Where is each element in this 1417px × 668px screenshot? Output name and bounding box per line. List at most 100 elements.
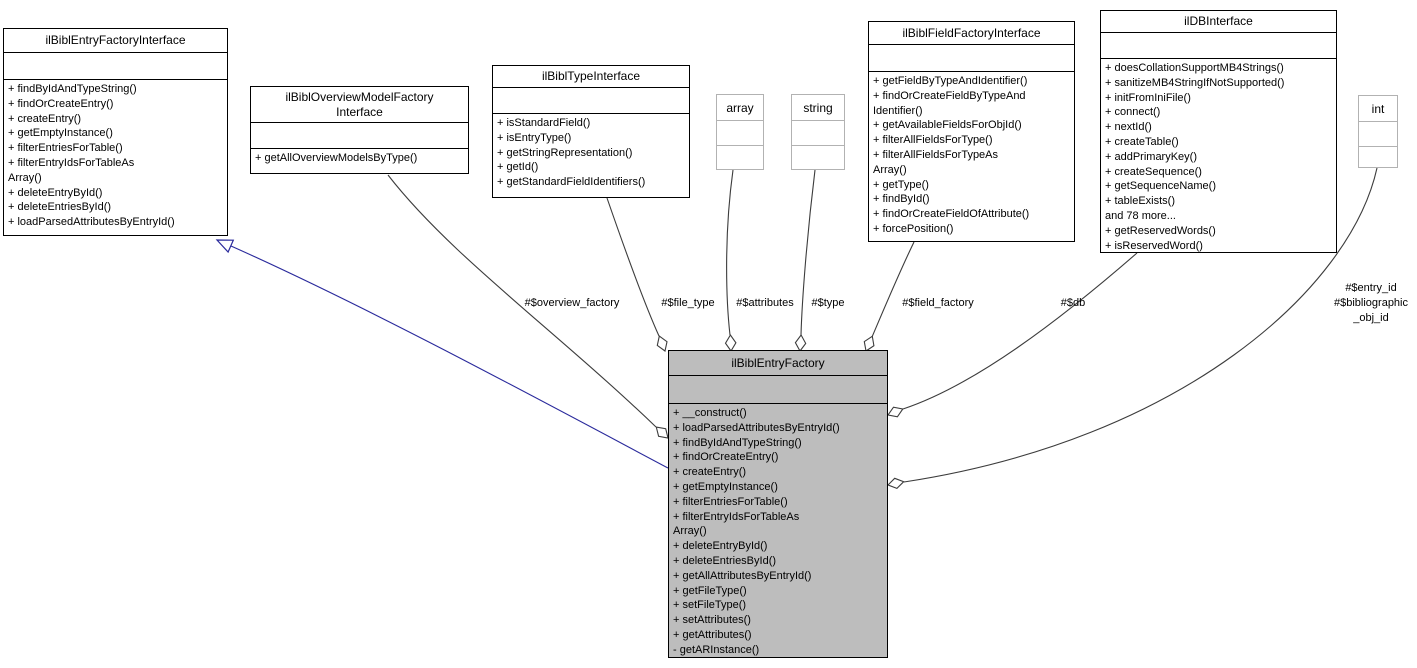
aggregation-diamond-icon [887, 406, 904, 418]
method-line: + getAttributes() [673, 628, 752, 641]
method-line: + loadParsedAttributesByEntryId() [673, 421, 840, 434]
method-line: + filterEntriesForTable() [8, 142, 123, 155]
method-line: + nextId() [1105, 121, 1152, 134]
methods-section [717, 146, 763, 168]
methods-section [1359, 147, 1397, 169]
method-line: + getFieldByTypeAndIdentifier() [873, 75, 1028, 87]
method-line: + getEmptyInstance() [673, 480, 778, 493]
method-line: + deleteEntriesById() [673, 554, 777, 567]
method-line: + isReservedWord() [1105, 239, 1203, 252]
method-line: + tableExists() [1105, 195, 1175, 208]
method-line: + findOrCreateEntry() [8, 97, 114, 110]
method-line: + loadParsedAttributesByEntryId() [8, 216, 175, 229]
method-line: + filterAllFieldsForTypeAs [873, 148, 999, 161]
method-line: + filterEntriesForTable() [673, 495, 788, 508]
type-node-int: int [1358, 95, 1398, 168]
method-line: + forcePosition() [873, 222, 954, 235]
method-line: + createEntry() [673, 466, 747, 479]
type-node-string: string [791, 94, 845, 170]
method-line: + setFileType() [673, 599, 747, 612]
attributes-section [493, 88, 689, 114]
method-line: + connect() [1105, 106, 1161, 119]
edge-realization-entry-factory-interface [230, 245, 669, 469]
class-ilBiblEntryFactoryInterface[interactable]: ilBiblEntryFactoryInterface + findByIdAn… [3, 28, 228, 236]
method-line: + getFileType() [673, 584, 747, 597]
aggregation-diamond-icon [887, 477, 905, 490]
method-line: + createTable() [1105, 135, 1179, 148]
method-line: and 78 more... [1105, 209, 1176, 222]
attributes-section [1359, 122, 1397, 147]
method-line: + doesCollationSupportMB4Strings() [1105, 62, 1284, 74]
method-line: + filterEntryIdsForTableAs [673, 510, 800, 523]
method-line: + isEntryType() [497, 131, 572, 144]
method-line: + filterAllFieldsForType() [873, 134, 993, 147]
methods-section: + getFieldByTypeAndIdentifier() + findOrC… [869, 72, 1074, 241]
methods-section: + getAllOverviewModelsByType() [251, 149, 468, 173]
class-title: ilBiblOverviewModelFactory Interface [251, 87, 468, 123]
method-line: + deleteEntryById() [673, 540, 768, 553]
class-ilBiblEntryFactory: ilBiblEntryFactory + __construct() + load… [668, 350, 888, 658]
methods-section: + __construct() + loadParsedAttributesByE… [669, 404, 887, 657]
edge-label-db: #$db [1060, 297, 1086, 309]
aggregation-diamond-icon [656, 335, 668, 352]
method-line: + sanitizeMB4StringIfNotSupported() [1105, 76, 1285, 89]
methods-section: + doesCollationSupportMB4Strings() + sani… [1101, 59, 1336, 252]
aggregation-diamond-icon [863, 335, 875, 352]
method-line: + getAvailableFieldsForObjId() [873, 119, 1022, 132]
method-line: + initFromIniFile() [1105, 91, 1191, 104]
class-ilDBInterface[interactable]: ilDBInterface + doesCollationSupportMB4S… [1100, 10, 1337, 253]
method-line: + findByIdAndTypeString() [8, 83, 137, 95]
class-title: ilBiblEntryFactory [669, 351, 887, 376]
class-ilBiblTypeInterface[interactable]: ilBiblTypeInterface + isStandardField()+… [492, 65, 690, 198]
method-line: + deleteEntryById() [8, 186, 103, 199]
edge-label-field-factory: #$field_factory [902, 297, 974, 309]
method-line: + __construct() [673, 407, 747, 419]
class-ilBiblFieldFactoryInterface[interactable]: ilBiblFieldFactoryInterface + getFieldBy… [868, 21, 1075, 242]
type-node-array: array [716, 94, 764, 170]
class-title: ilBiblFieldFactoryInterface [869, 22, 1074, 45]
methods-section: + isStandardField() + isEntryType() + getS… [493, 114, 689, 197]
type-title: array [717, 95, 763, 121]
method-line: + setAttributes() [673, 614, 751, 627]
method-line: + getEmptyInstance() [8, 127, 113, 140]
edge-field-factory [871, 241, 915, 338]
method-line: + getReservedWords() [1105, 224, 1216, 237]
edge-label-attributes: #$attributes [736, 297, 794, 309]
edge-label-file-type: #$file_type [661, 297, 715, 309]
methods-section [792, 146, 844, 168]
method-line: + getStringRepresentation() [497, 146, 633, 159]
aggregation-diamond-icon [724, 333, 737, 353]
edge-label-type: #$type [811, 297, 845, 309]
method-line: + getStandardFieldIdentifiers() [497, 176, 646, 189]
method-line: + createSequence() [1105, 165, 1202, 178]
method-line: + filterEntryIdsForTableAs [8, 156, 135, 169]
method-line: + isStandardField() [497, 117, 591, 129]
method-line: + deleteEntriesById() [8, 201, 112, 214]
method-line: + createEntry() [8, 112, 82, 125]
attributes-section [251, 123, 468, 149]
method-line: + getAllOverviewModelsByType() [255, 152, 418, 164]
method-line: + getSequenceName() [1105, 180, 1216, 193]
method-line: + getId() [497, 161, 539, 174]
method-line: + findOrCreateFieldOfAttribute() [873, 208, 1030, 221]
method-line: Array() [673, 525, 707, 538]
method-line: + addPrimaryKey() [1105, 150, 1198, 163]
methods-section: + findByIdAndTypeString() + findOrCreateE… [4, 80, 227, 235]
method-line: Array() [873, 163, 907, 176]
method-line: Identifier() [873, 104, 923, 117]
method-line: + findOrCreateEntry() [673, 451, 779, 464]
method-line: - getARInstance() [673, 643, 760, 656]
type-title: int [1359, 96, 1397, 122]
class-ilBiblOverviewModelFactoryInterface[interactable]: ilBiblOverviewModelFactory Interface + g… [250, 86, 469, 174]
method-line: + findByIdAndTypeString() [673, 436, 802, 449]
method-line: + getType() [873, 178, 929, 191]
edge-db [902, 252, 1138, 410]
class-title: ilBiblTypeInterface [493, 66, 689, 88]
edge-label-entry-id: #$entry_id #$bibliographic _obj_id [1334, 282, 1408, 324]
aggregation-diamond-icon [794, 333, 807, 353]
edge-label-overview-factory: #$overview_factory [524, 297, 620, 309]
method-line: + findOrCreateFieldByTypeAnd [873, 89, 1026, 102]
class-title: ilBiblEntryFactoryInterface [4, 29, 227, 53]
method-line: Array() [8, 171, 42, 184]
attributes-section [4, 53, 227, 80]
